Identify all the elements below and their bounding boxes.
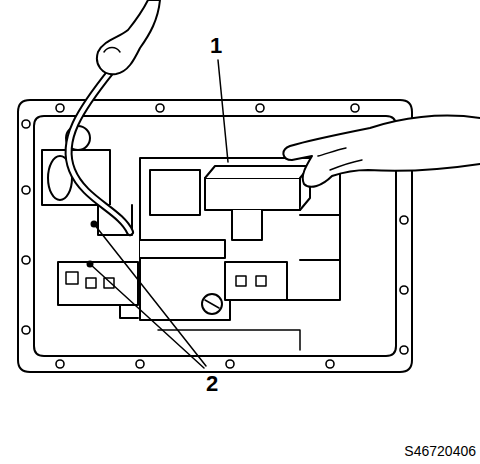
wire-harness-core (68, 70, 130, 232)
leader-dot (88, 262, 93, 267)
plug-slot (205, 300, 219, 308)
plug (202, 294, 222, 314)
callout-number: 1 (210, 35, 222, 57)
wire-harness (68, 70, 130, 232)
figure-code: S46720406 (404, 444, 476, 458)
leader-line (94, 224, 206, 366)
callout-number: 2 (206, 373, 218, 395)
leader-line (90, 264, 204, 368)
left-hand (97, 0, 160, 74)
thumb-nail (104, 48, 120, 53)
leader-dot (92, 222, 97, 227)
leader-line (218, 60, 228, 162)
finger-lines (318, 148, 362, 170)
part-1 (205, 166, 310, 240)
right-hand (283, 116, 480, 187)
